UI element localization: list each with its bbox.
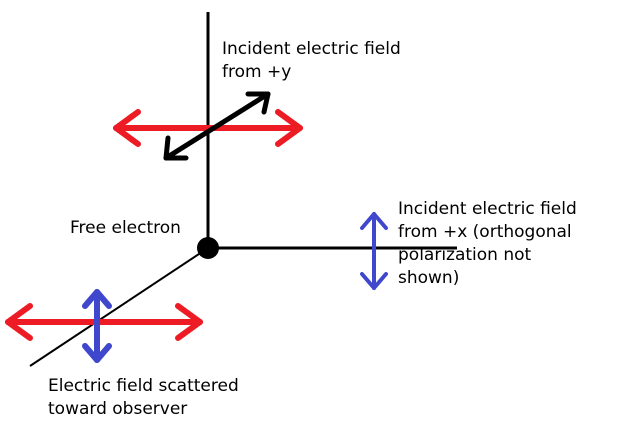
free-electron-dot bbox=[197, 237, 219, 259]
z-axis-line bbox=[29, 247, 209, 367]
free-electron-label-text: Free electron bbox=[70, 218, 181, 238]
incident-x-label: Incident electric field from +x (orthogo… bbox=[398, 198, 577, 290]
scattered-field-label-line-1: Electric field scattered bbox=[48, 376, 239, 396]
scattered-red-arrow bbox=[5, 303, 203, 341]
incident-y-label-line-1: Incident electric field bbox=[222, 39, 401, 59]
incident-x-label-line-2: from +x (orthogonal bbox=[398, 222, 572, 242]
scattered-field-label: Electric field scattered toward observer bbox=[48, 375, 239, 421]
incident-y-label-line-2: from +y bbox=[222, 62, 292, 82]
incident-x-label-line-3: polarization not bbox=[398, 245, 532, 265]
incident-x-blue-arrow bbox=[360, 212, 388, 290]
scattered-blue-arrow bbox=[82, 289, 112, 363]
incident-y-red-arrow bbox=[113, 109, 303, 147]
incident-y-label: Incident electric field from +y bbox=[222, 38, 401, 84]
incident-x-label-line-4: shown) bbox=[398, 268, 460, 288]
scattered-field-label-line-2: toward observer bbox=[48, 399, 188, 419]
free-electron-label: Free electron bbox=[70, 217, 181, 240]
incident-x-label-line-1: Incident electric field bbox=[398, 199, 577, 219]
incident-y-black-arrow bbox=[163, 91, 271, 161]
